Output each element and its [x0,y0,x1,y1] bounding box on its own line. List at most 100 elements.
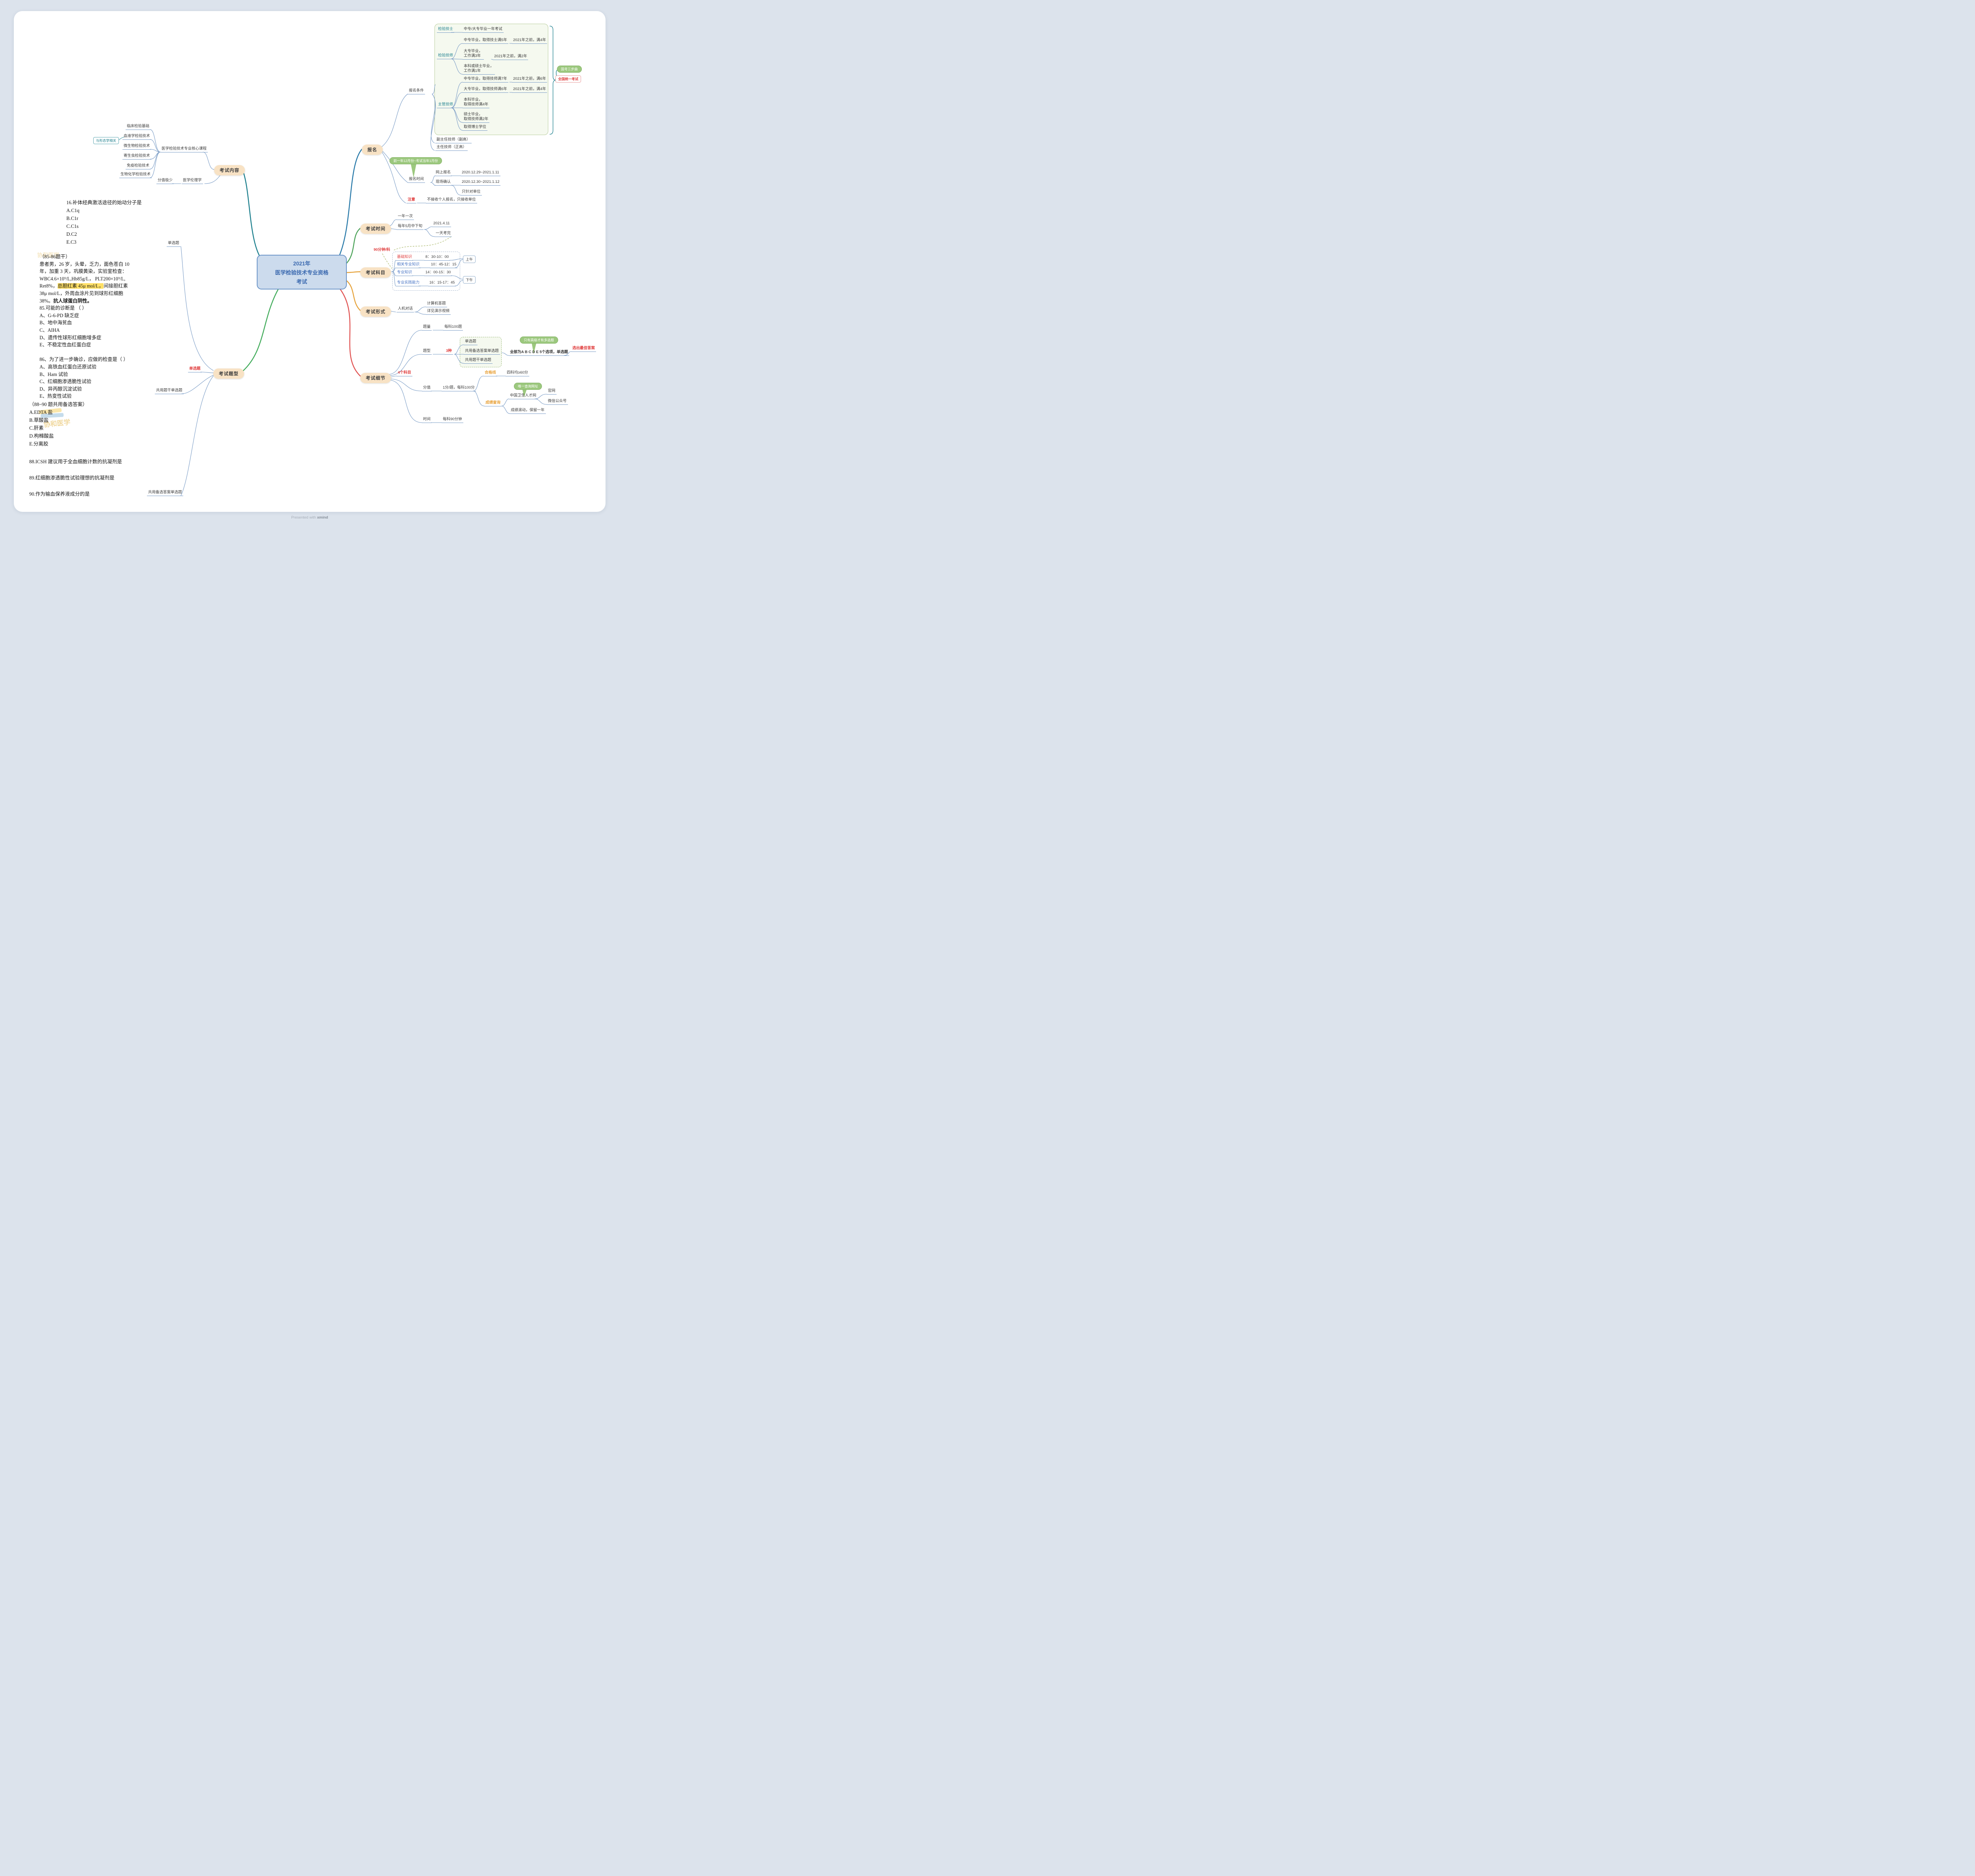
topic-course-1[interactable]: 临床检验基础 [126,124,151,130]
topic-onsite-confirm[interactable]: 现场确认 [434,180,452,186]
label-single-choice-red[interactable]: 单选题 [188,367,202,372]
label-single-choice-top[interactable]: 单选题 [167,241,181,247]
topic-time-value[interactable]: 每科90分钟 [442,417,463,423]
topic-subject-1[interactable]: 基础知识 [396,255,414,261]
topic-junior-req-3[interactable]: 本科或硕士毕业， 工作满1年 [463,64,495,75]
topic-time[interactable]: 时间 [422,417,432,423]
topic-best-answer[interactable]: 选出最佳答案 [571,346,596,352]
topic-human-machine[interactable]: 人机对话 [397,306,414,312]
topic-type[interactable]: 题型 [422,349,432,355]
callout-signup-window[interactable]: 前一年12月份~考试当年1月份 [389,157,442,164]
topic-onsite-note[interactable]: 只针对单位 [461,190,482,195]
topic-pass-value[interactable]: 四科均≥60分 [506,370,529,376]
topic-score-query[interactable]: 成绩查询 [484,400,502,406]
topic-all-options-note[interactable]: 全部为A B C D E 5个选项，单选题 [509,350,569,356]
central-topic[interactable]: 2021年 医学检验技术专业资格 考试 [257,255,347,289]
topic-subject-2-time[interactable]: 10：45-12：15 [430,262,458,268]
topic-quantity[interactable]: 题量 [422,325,432,331]
callout-senior-multi[interactable]: 只有高级才有多选题 [520,336,558,344]
question-types-boundary[interactable] [460,337,502,367]
branch-exam-time[interactable]: 考试时间 [360,224,391,234]
branch-question-types[interactable]: 考试题型 [213,368,244,379]
label-afternoon[interactable]: 下午 [463,276,476,284]
topic-course-4[interactable]: 寄生虫检验技术 [122,154,151,160]
topic-mid-may[interactable]: 每年5月中下旬 [397,224,424,230]
topic-junior-note-1[interactable]: 2021年之前，满4年 [512,38,547,44]
topic-date-2021[interactable]: 2021.4.11 [432,221,451,227]
label-shared-stem[interactable]: 共用题干单选题 [155,388,184,394]
callout-morphology[interactable]: 与形态学相关 [93,137,119,144]
topic-subject-3-time[interactable]: 14：00-15：30 [424,270,452,276]
topic-senior-note-2[interactable]: 2021年之前，满4年 [512,87,547,93]
question-88-90-block[interactable]: （88~90 题共用备选答案） A.EDTA 盐 B.草酸盐 C.肝素 D.枸橼… [29,400,87,448]
topic-type-count[interactable]: 3种 [445,349,453,355]
topic-onsite-date[interactable]: 2020.12.30~2021.1.12 [461,180,501,186]
topic-online-date[interactable]: 2020.12.29~2021.1.11 [461,170,500,176]
topic-notice[interactable]: 注意 [406,197,417,203]
topic-online-signup[interactable]: 网上报名 [434,170,452,176]
topic-type-single[interactable]: 单选题 [464,339,478,345]
topic-senior-req-5[interactable]: 取得博士学位 [463,125,488,131]
topic-junior-note-2[interactable]: 2021年之前，满2年 [493,54,529,60]
topic-one-day[interactable]: 一天考完 [434,231,452,237]
topic-subject-1-time[interactable]: 8：30-10：00 [424,255,450,261]
topic-senior-req-2[interactable]: 大专毕业，取得技师满6年 [463,87,508,93]
callout-national-steps[interactable]: 国考三步曲 [557,66,582,73]
topic-notice-text[interactable]: 不接收个人报名，只接收单位 [426,197,477,203]
topic-technician[interactable]: 检验技士 [437,27,455,33]
topic-senior-req-4[interactable]: 硕士毕业， 取得技师满2年 [463,112,490,123]
topic-once-a-year[interactable]: 一年一次 [397,214,414,220]
topic-technician-req[interactable]: 中专/大专毕业一年考试 [463,27,504,33]
topic-senior[interactable]: 主管技师 [437,102,455,108]
topic-core-course[interactable]: 医学检验技术专业核心课程 [160,147,208,152]
topic-signup-time[interactable]: 报名时间 [408,177,425,183]
question-88-stem[interactable]: 88.ICSH 建议用于全血细胞计数的抗凝剂是 [29,459,122,464]
topic-course-2[interactable]: 血液学检验技术 [122,134,151,140]
topic-pass-line[interactable]: 合格线 [483,370,497,376]
topic-senior-req-3[interactable]: 本科毕业， 取得技师满4年 [463,98,490,108]
branch-exam-content[interactable]: 考试内容 [214,165,245,175]
topic-course-5[interactable]: 免疫检验技术 [126,164,151,169]
topic-deputy-chief[interactable]: 副主任技师（副高） [435,137,472,143]
topic-signup-conditions[interactable]: 报名条件 [408,88,425,94]
topic-type-shared-stem[interactable]: 共用题干单选题 [464,358,493,364]
callout-only-site[interactable]: 唯一查询网址 [514,383,542,390]
topic-course-6[interactable]: 生物化学检验技术 [119,172,152,178]
label-morning[interactable]: 上午 [463,256,476,263]
label-shared-answer[interactable]: 共用备选答案单选题 [147,490,183,496]
callout-national-exam[interactable]: 全国统一考试 [555,75,581,83]
callout-duration-per-subject[interactable]: 90分钟/科 [374,248,390,252]
topic-official-site[interactable]: 官网 [547,389,557,395]
topic-computer-answer[interactable]: 计算机答题 [426,301,447,307]
topic-score-value[interactable]: 1分/题，每科100分 [442,385,476,391]
topic-senior-note-1[interactable]: 2021年之前，满6年 [512,77,547,83]
question-85-86-block[interactable]: （85-86题干） 患者男，26 岁，头晕，乏力，面色苍白 10 年，加重 3 … [40,253,130,400]
topic-wechat[interactable]: 微信公众号 [547,399,568,405]
topic-rolling-score[interactable]: 成绩滚动，保留一年 [510,408,546,414]
question-89-stem[interactable]: 89.红细胞渗透脆性试验理想的抗凝剂是 [29,475,115,481]
question-16-block[interactable]: 16.补体经典激活途径的始动分子是 A.C1q B.C1r C.C1s D.C2… [66,199,142,246]
question-90-stem[interactable]: 90.作为输血保养液成分的是 [29,491,90,497]
topic-course-3[interactable]: 微生物检验技术 [122,144,151,150]
topic-junior[interactable]: 检验技师 [437,53,455,59]
topic-health-talent-site[interactable]: 中国卫生人才网 [509,393,538,399]
topic-four-subjects[interactable]: 4个科目 [397,370,412,376]
topic-subject-2[interactable]: 相关专业知识 [396,262,421,268]
topic-junior-req-2[interactable]: 大专毕业， 工作满3年 [463,49,484,60]
topic-ethics[interactable]: 医学伦理学 [182,178,203,184]
branch-subjects[interactable]: 考试科目 [360,267,391,278]
topic-score[interactable]: 分值 [422,385,432,391]
topic-junior-req-1[interactable]: 中专毕业，取得技士满5年 [463,38,508,44]
topic-subject-3[interactable]: 专业知识 [396,270,414,276]
topic-senior-req-1[interactable]: 中专毕业，取得技师满7年 [463,77,508,83]
branch-signup[interactable]: 报名 [362,145,383,155]
topic-quantity-value[interactable]: 每科100题 [443,325,463,331]
topic-subject-4[interactable]: 专业实践能力 [396,280,421,286]
topic-demo-video[interactable]: 详见演示视频 [426,309,451,315]
topic-subject-4-time[interactable]: 16：15-17：45 [428,280,456,286]
topic-type-shared-answer[interactable]: 共用备选答案单选题 [464,349,500,355]
branch-exam-form[interactable]: 考试形式 [360,306,391,317]
topic-chief[interactable]: 主任技师（正高） [435,145,468,151]
branch-exam-details[interactable]: 考试细节 [360,373,391,383]
topic-ethics-note[interactable]: 分值极少 [156,178,174,184]
